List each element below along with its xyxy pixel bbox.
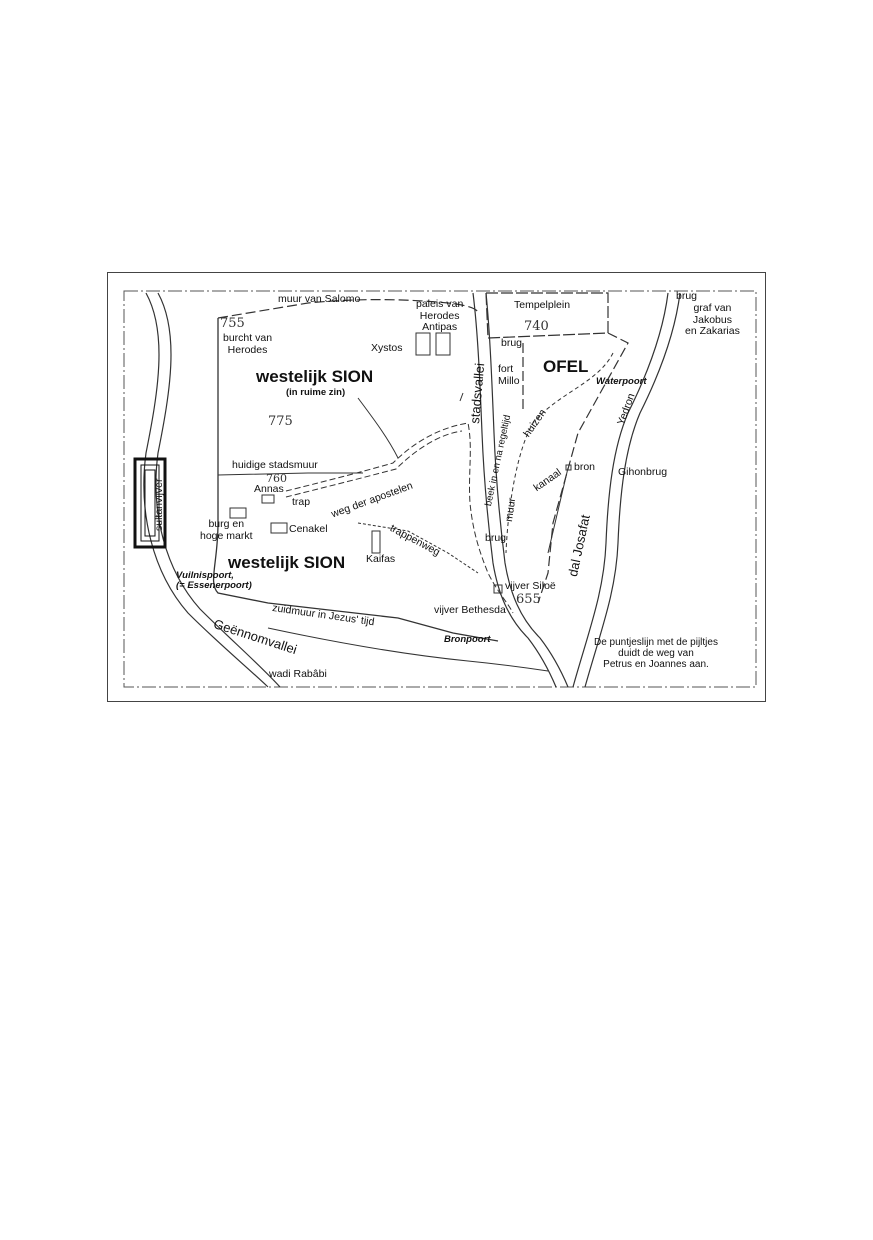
city-valley xyxy=(472,292,557,688)
label-elev-775: 775 xyxy=(268,414,293,429)
stairway xyxy=(357,522,479,574)
label-brug-top: brug xyxy=(676,290,698,302)
label-tempelplein: Tempelplein xyxy=(514,299,571,311)
label-vijver-siloe: vijver Siloë xyxy=(505,580,556,592)
label-huidige-stadsmuur: huidige stadsmuur xyxy=(232,459,318,471)
xystos-building xyxy=(415,332,431,356)
label-westelijk-sion-2: westelijk SION xyxy=(228,553,346,572)
legend-note: De puntjeslijn met de pijltjes duidt de … xyxy=(594,637,718,670)
label-burg-markt: burg en hoge markt xyxy=(200,518,253,542)
label-burcht: burcht van Herodes xyxy=(223,332,273,356)
label-ruime-zin: (in ruime zin) xyxy=(286,387,346,398)
markt-building xyxy=(229,507,247,519)
north-wall xyxy=(217,299,479,319)
label-cenakel: Cenakel xyxy=(289,523,328,535)
label-fort: fort Millo xyxy=(498,363,520,387)
apostles-path xyxy=(285,422,514,614)
label-westelijk-sion-1: westelijk SION xyxy=(256,367,374,386)
label-vijver-bethesda: vijver Bethesda xyxy=(434,604,506,616)
map-frame: muur van Salomo paleis van Herodes Antip… xyxy=(107,272,766,702)
label-sultanvijver: sultanvijver xyxy=(153,478,165,531)
canal xyxy=(547,467,569,554)
label-gihonbrug: Gihonbrug xyxy=(618,466,668,478)
south-wall xyxy=(267,627,549,672)
label-xystos: Xystos xyxy=(371,342,403,354)
inner-border xyxy=(123,290,757,688)
siloe-pool xyxy=(493,584,503,594)
label-bron: bron xyxy=(574,461,596,473)
label-ofel: OFEL xyxy=(543,357,589,376)
annas-building xyxy=(261,494,275,504)
label-elev-655: 655 xyxy=(516,592,541,607)
kidron-valley xyxy=(572,292,669,688)
label-brug-mid: brug xyxy=(501,337,523,349)
label-waterpoort: Waterpoort xyxy=(596,376,647,387)
label-muur-salomo: muur van Salomo xyxy=(278,293,361,305)
label-trap: trap xyxy=(292,496,311,508)
label-graf: graf van Jakobus en Zakarias xyxy=(685,302,740,338)
petrus-path xyxy=(505,352,614,554)
label-brug-low: brug xyxy=(485,532,507,544)
label-kaifas: Kaifas xyxy=(366,553,396,565)
west-wall xyxy=(212,318,499,642)
label-paleis: paleis van Herodes Antipas xyxy=(416,298,464,334)
city-wall xyxy=(217,472,363,476)
label-elev-740: 740 xyxy=(524,319,549,334)
map-drawing xyxy=(123,290,757,688)
label-vuilnispoort: Vuilnispoort, (= Essenerpoort) xyxy=(176,570,252,592)
western-valley xyxy=(143,292,269,688)
branch-road xyxy=(357,392,464,459)
label-bronpoort: Bronpoort xyxy=(444,634,491,645)
label-elev-760: 760 xyxy=(266,472,287,485)
bron-marker xyxy=(565,464,572,471)
cenakel-building xyxy=(270,522,288,534)
kaifas-building xyxy=(371,530,381,554)
label-wadi: wadi Rabâbi xyxy=(269,668,327,680)
label-elev-755: 755 xyxy=(220,316,245,331)
label-annas: Annas xyxy=(254,483,284,495)
sultan-pool xyxy=(133,457,167,549)
